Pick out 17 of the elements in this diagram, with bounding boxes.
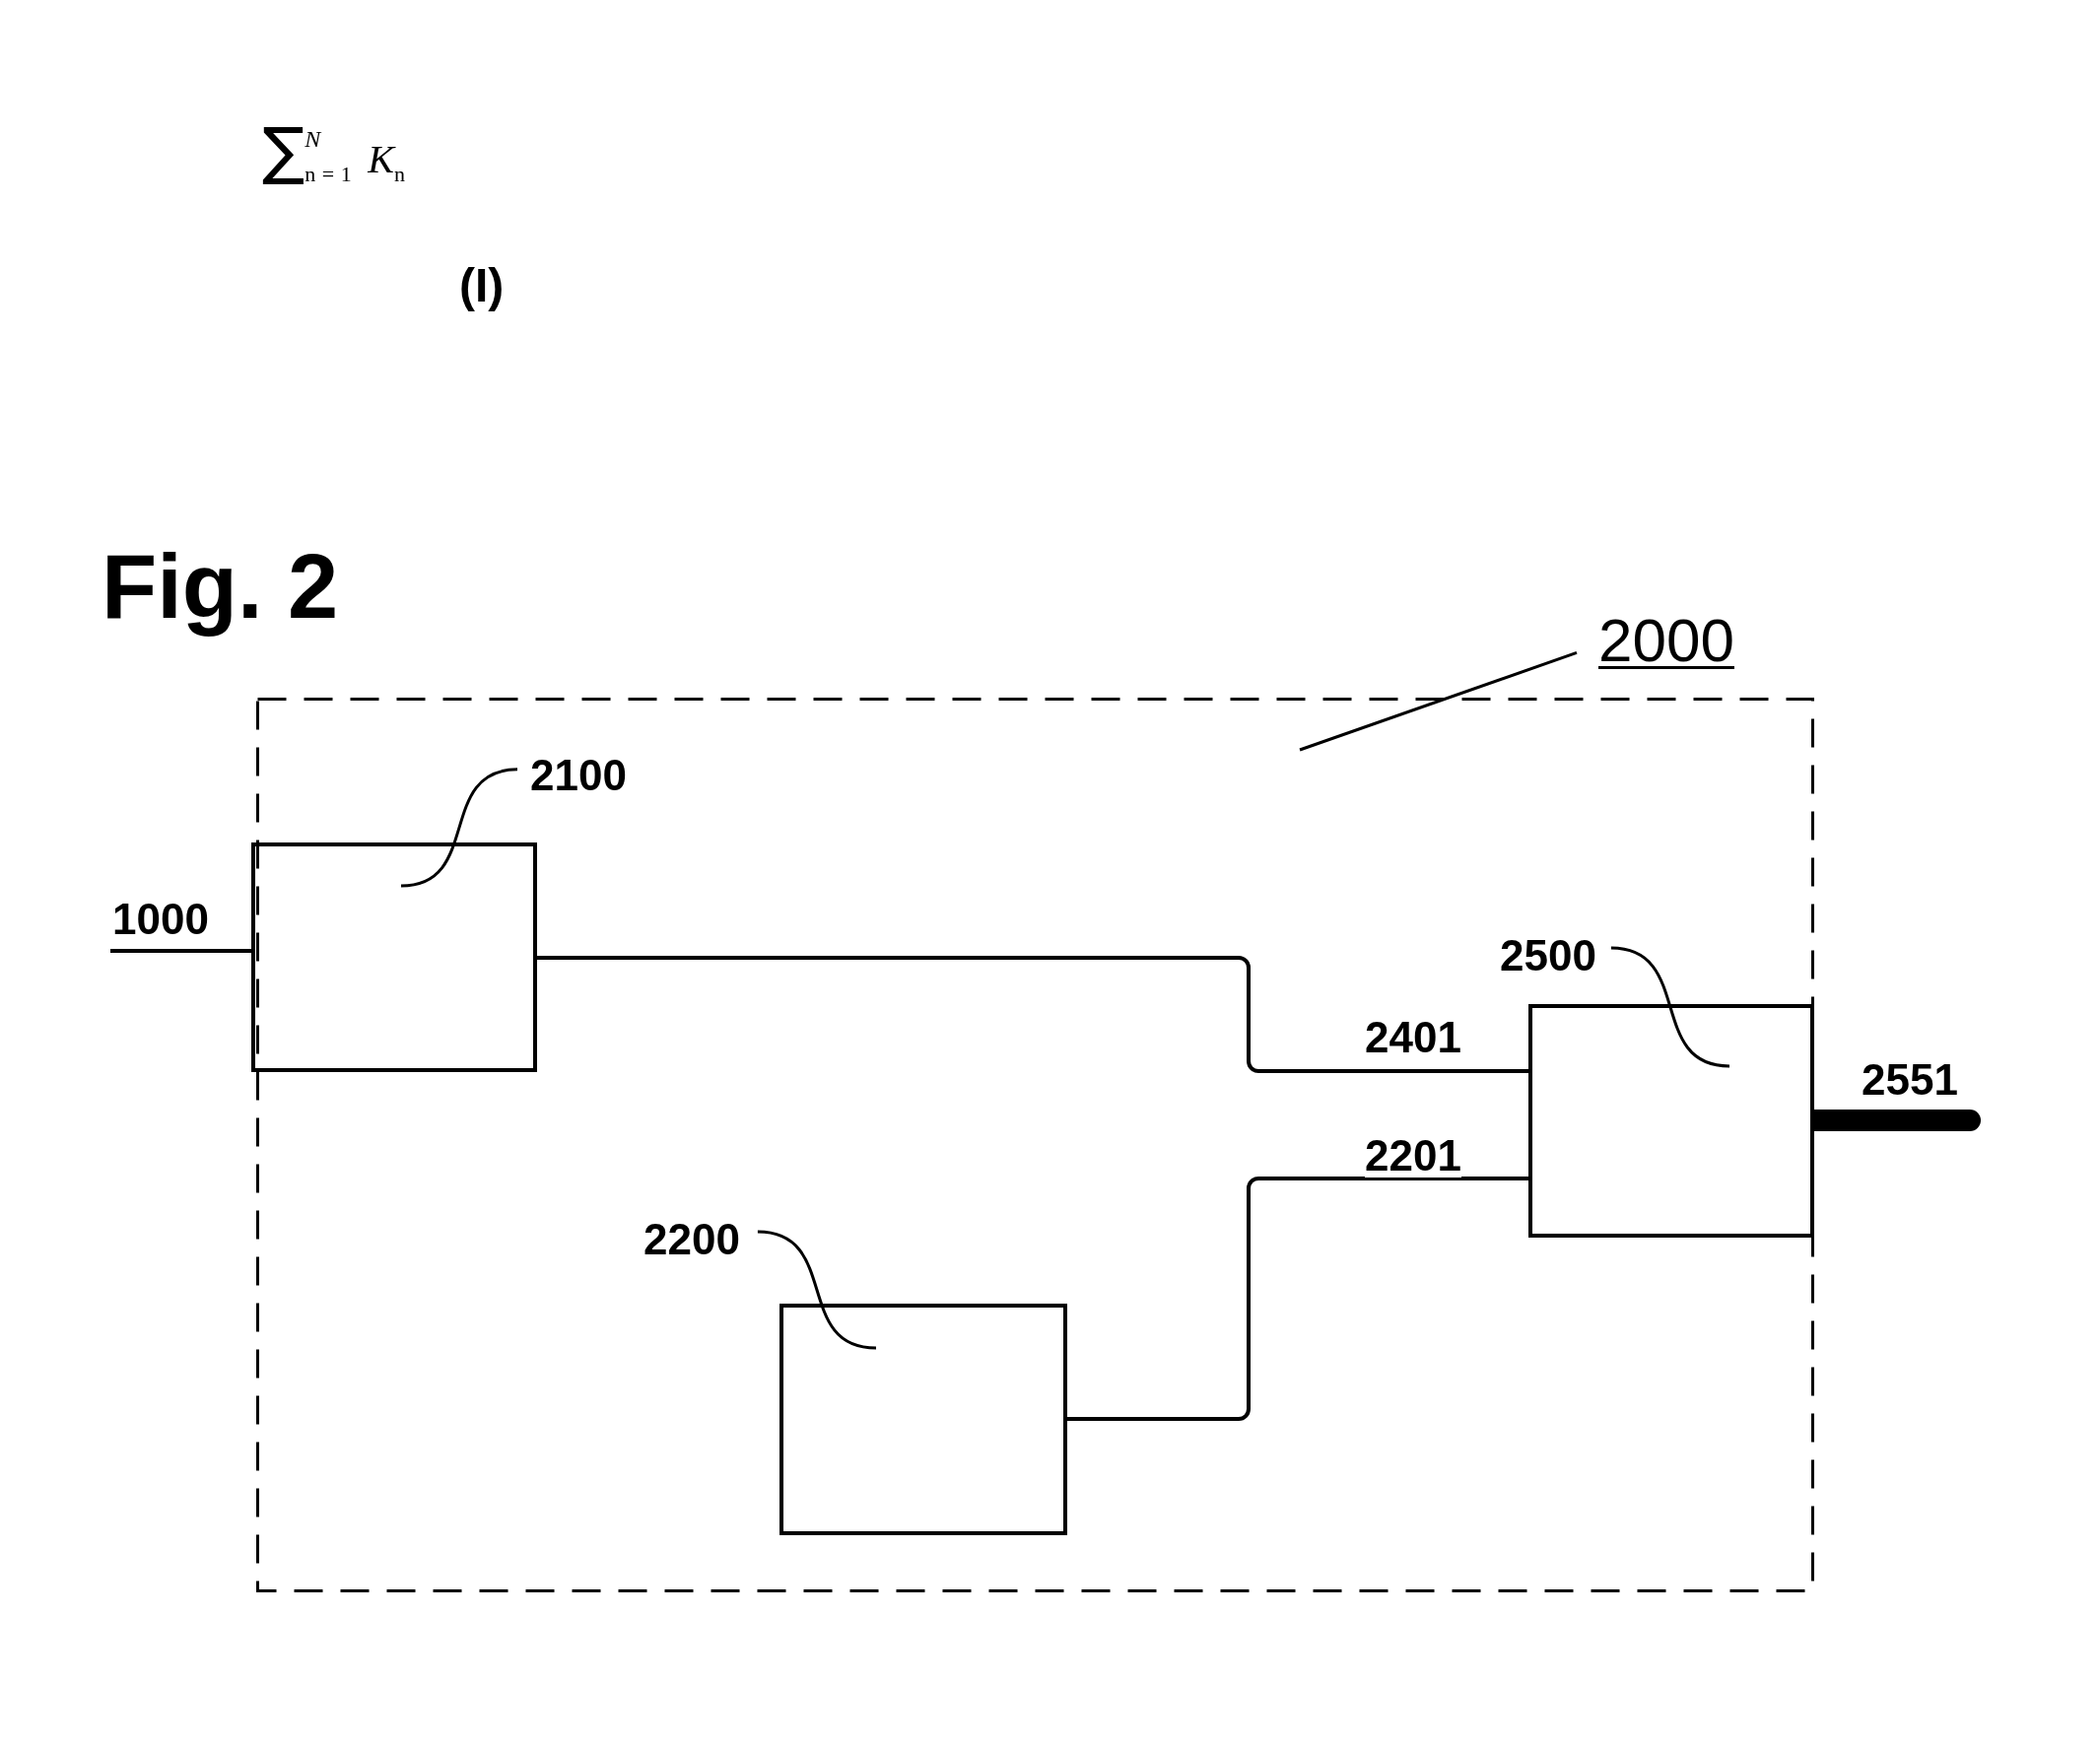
leader-line [757,1230,877,1350]
figure-title: Fig. 2 [102,535,339,639]
leader-line [1299,651,1578,752]
block [779,1304,1067,1535]
reference-numeral: 2200 [644,1218,740,1261]
reference-numeral: 2500 [1500,934,1596,977]
connector-line [537,956,1528,1073]
block [1528,1004,1814,1238]
leader-line [1610,946,1730,1068]
formula: ∑$^{N}$$_{n=1}$ K$_{n}$ [262,113,412,189]
reference-numeral: 2000 [1598,610,1734,671]
connector-line [1067,1177,1528,1421]
equation-number: (I) [459,258,505,313]
block [251,842,537,1072]
reference-numeral: 2100 [530,754,627,797]
leader-line [400,768,518,888]
connector-line [110,949,251,953]
